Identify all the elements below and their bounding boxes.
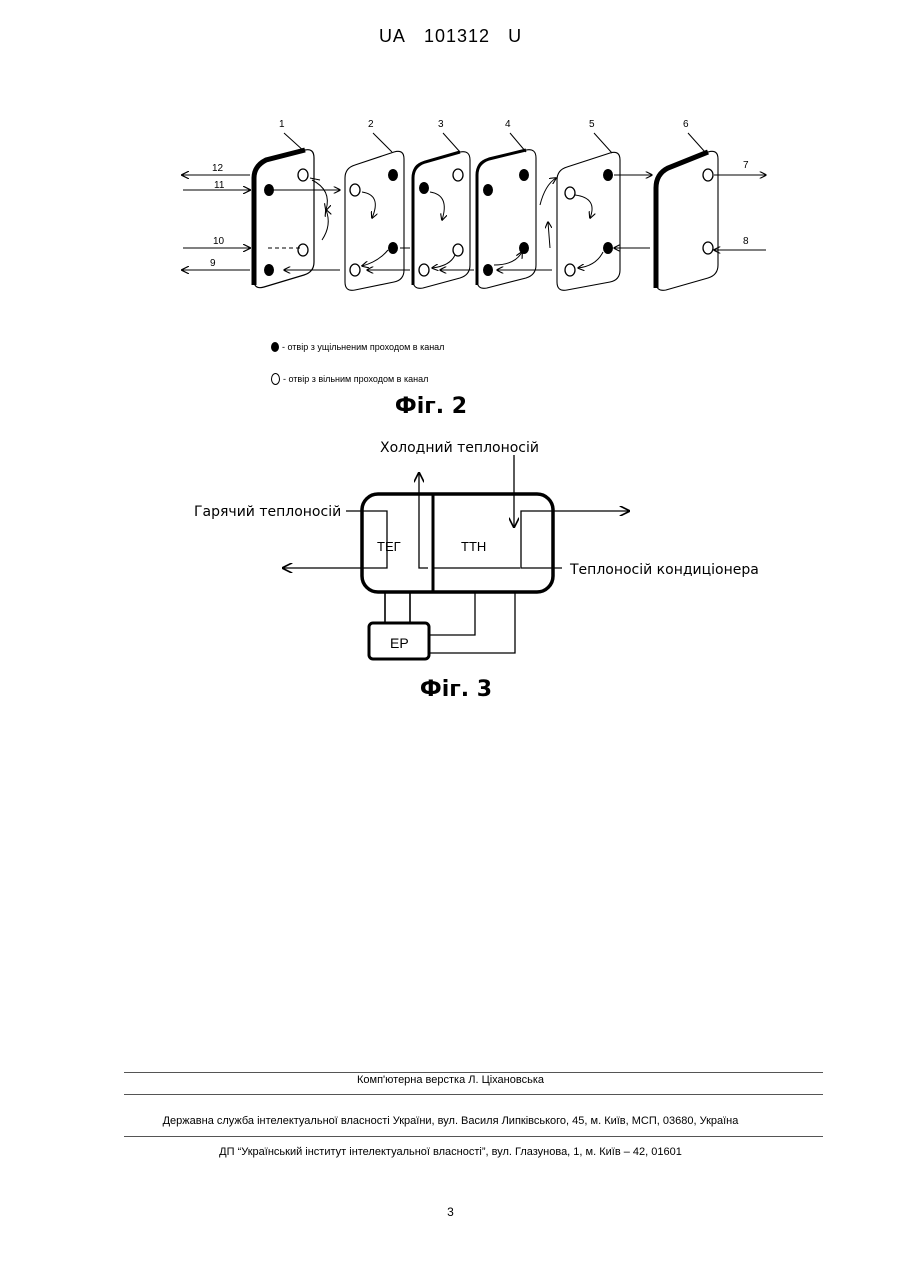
footer-divider [124,1072,823,1073]
cold-coolant-label: Холодний теплоносій [380,440,539,456]
footer-institute: ДП “Український інститут інтелектуальної… [0,1146,901,1158]
ac-coolant-label: Теплоносій кондиціонера [570,562,759,578]
figure-3-diagram: ТЕГ ТТН ЕР [0,0,901,700]
footer-divider [124,1094,823,1095]
page-number: 3 [0,1205,901,1219]
ttn-label: ТТН [461,539,486,554]
footer-divider [124,1136,823,1137]
figure-3-caption: Фіг. 3 [356,677,556,702]
hot-coolant-label: Гарячий теплоносій [194,504,341,520]
footer-agency: Державна служба інтелектуальної власност… [0,1115,901,1127]
ep-label: ЕР [390,635,409,651]
footer-layout-credit: Комп'ютерна верстка Л. Ціхановська [0,1074,901,1086]
teg-label: ТЕГ [377,539,401,554]
